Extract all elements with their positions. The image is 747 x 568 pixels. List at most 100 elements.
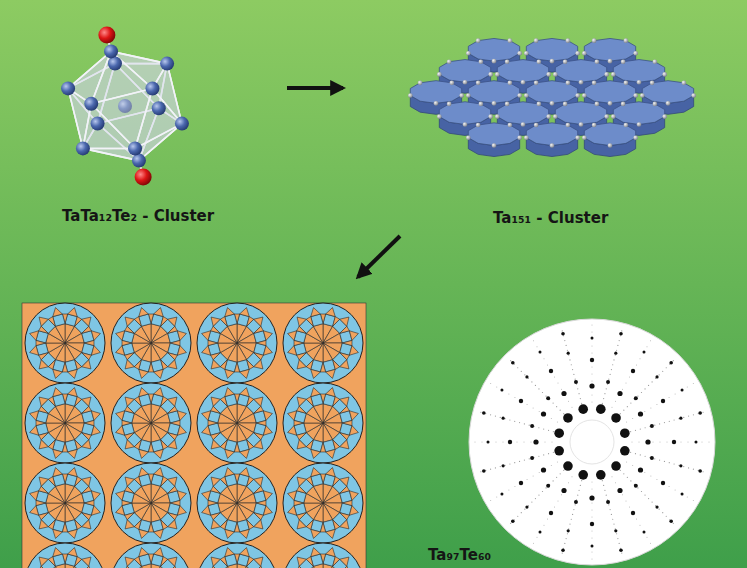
diffraction-spot <box>563 461 573 471</box>
tile-triangle <box>75 360 82 370</box>
diffraction-spot <box>524 423 525 424</box>
tile-triangle <box>254 353 264 360</box>
diffraction-spot <box>572 369 573 370</box>
tile-triangle <box>139 529 149 538</box>
diffraction-spot <box>538 427 539 428</box>
tile-triangle <box>297 477 306 486</box>
diffraction-spot <box>615 482 616 483</box>
tile-triangle <box>218 423 237 433</box>
diffraction-spot <box>620 413 621 414</box>
atom <box>604 72 609 77</box>
diffraction-spot <box>573 509 574 510</box>
atom <box>418 81 423 86</box>
cluster-face <box>91 88 152 148</box>
tile-triangle <box>154 369 164 378</box>
diffraction-spot <box>514 421 515 422</box>
diffraction-spot <box>575 504 576 505</box>
diffraction-spot <box>640 454 641 455</box>
diffraction-spot <box>631 369 635 373</box>
tile-triangle <box>342 500 352 505</box>
tile-triangle <box>125 317 134 326</box>
tile-triangle <box>225 449 235 458</box>
diffraction-spot <box>496 497 497 498</box>
prism-top <box>468 123 519 146</box>
atom <box>624 38 629 43</box>
tile-triangle <box>36 420 46 425</box>
atom <box>621 102 626 107</box>
diffraction-spot <box>580 398 581 399</box>
tile-triangle <box>154 388 164 397</box>
tile-triangle <box>340 353 350 360</box>
diffraction-spot <box>554 428 564 438</box>
diffraction-spot <box>592 395 593 396</box>
diffraction-spot <box>669 421 670 422</box>
diffraction-spot <box>679 464 682 467</box>
diffraction-spot <box>640 525 641 526</box>
atom <box>524 135 529 140</box>
tile-triangle <box>234 362 239 372</box>
atom <box>492 59 497 64</box>
diffraction-spot <box>637 487 638 488</box>
diffraction-spot <box>693 500 694 501</box>
tile-triangle <box>294 340 304 345</box>
tile-triangle <box>247 317 254 327</box>
prism-top <box>439 60 490 83</box>
tile-triangle <box>297 433 307 440</box>
tile-triangle <box>306 477 313 487</box>
diffraction-spot <box>500 417 501 418</box>
diffraction-spot <box>612 364 613 365</box>
tile-triangle <box>46 503 65 513</box>
ta-atom <box>152 101 166 115</box>
diffraction-spot <box>659 374 660 375</box>
tile-triangle <box>82 557 91 566</box>
diffraction-spot <box>619 543 620 544</box>
tile-triangle <box>151 493 170 503</box>
diffraction-spot <box>644 472 645 473</box>
diffraction-spot <box>529 425 530 426</box>
ta-atom <box>91 117 105 131</box>
diffraction-spot <box>647 346 648 347</box>
atom <box>550 59 555 64</box>
diffraction-spot <box>675 394 676 395</box>
diffraction-spot <box>662 371 663 372</box>
diffraction-spot <box>620 446 630 456</box>
diffraction-spot <box>548 430 549 431</box>
atom <box>553 114 558 119</box>
tile-triangle <box>39 406 49 413</box>
tile-triangle <box>154 529 164 538</box>
diffraction-spot <box>571 364 572 365</box>
diffraction-spot <box>482 469 486 473</box>
diffraction-spot <box>656 404 657 405</box>
diffraction-spot <box>546 484 550 488</box>
tile-triangle <box>254 406 264 413</box>
diffraction-spot <box>547 519 548 520</box>
tile-triangle <box>82 353 92 360</box>
tile-triangle <box>68 369 78 378</box>
diffraction-spot <box>554 446 564 456</box>
atom <box>508 123 513 128</box>
diffraction-spot <box>637 395 638 396</box>
tile-triangle <box>240 369 250 378</box>
diffraction-spot <box>681 442 682 443</box>
atom <box>582 93 587 98</box>
tile-triangle <box>68 388 78 397</box>
diffraction-spot <box>538 388 539 389</box>
tile-triangle <box>125 557 134 566</box>
tile-triangle <box>220 317 227 327</box>
tile-triangle <box>39 486 49 493</box>
tile-triangle <box>39 513 49 520</box>
tile-triangle <box>151 343 161 362</box>
tile-triangle <box>288 426 297 436</box>
tile-triangle <box>154 468 164 477</box>
atom <box>575 135 580 140</box>
diffraction-spot <box>669 462 670 463</box>
atom <box>508 81 513 86</box>
atom <box>691 93 696 98</box>
diffraction-spot <box>561 332 565 336</box>
tile-triangle <box>227 324 237 343</box>
tile-triangle <box>340 326 350 333</box>
tile-triangle <box>82 440 91 449</box>
tile-triangle <box>55 324 65 343</box>
tile-triangle <box>256 500 266 505</box>
tile-triangle <box>154 308 164 317</box>
